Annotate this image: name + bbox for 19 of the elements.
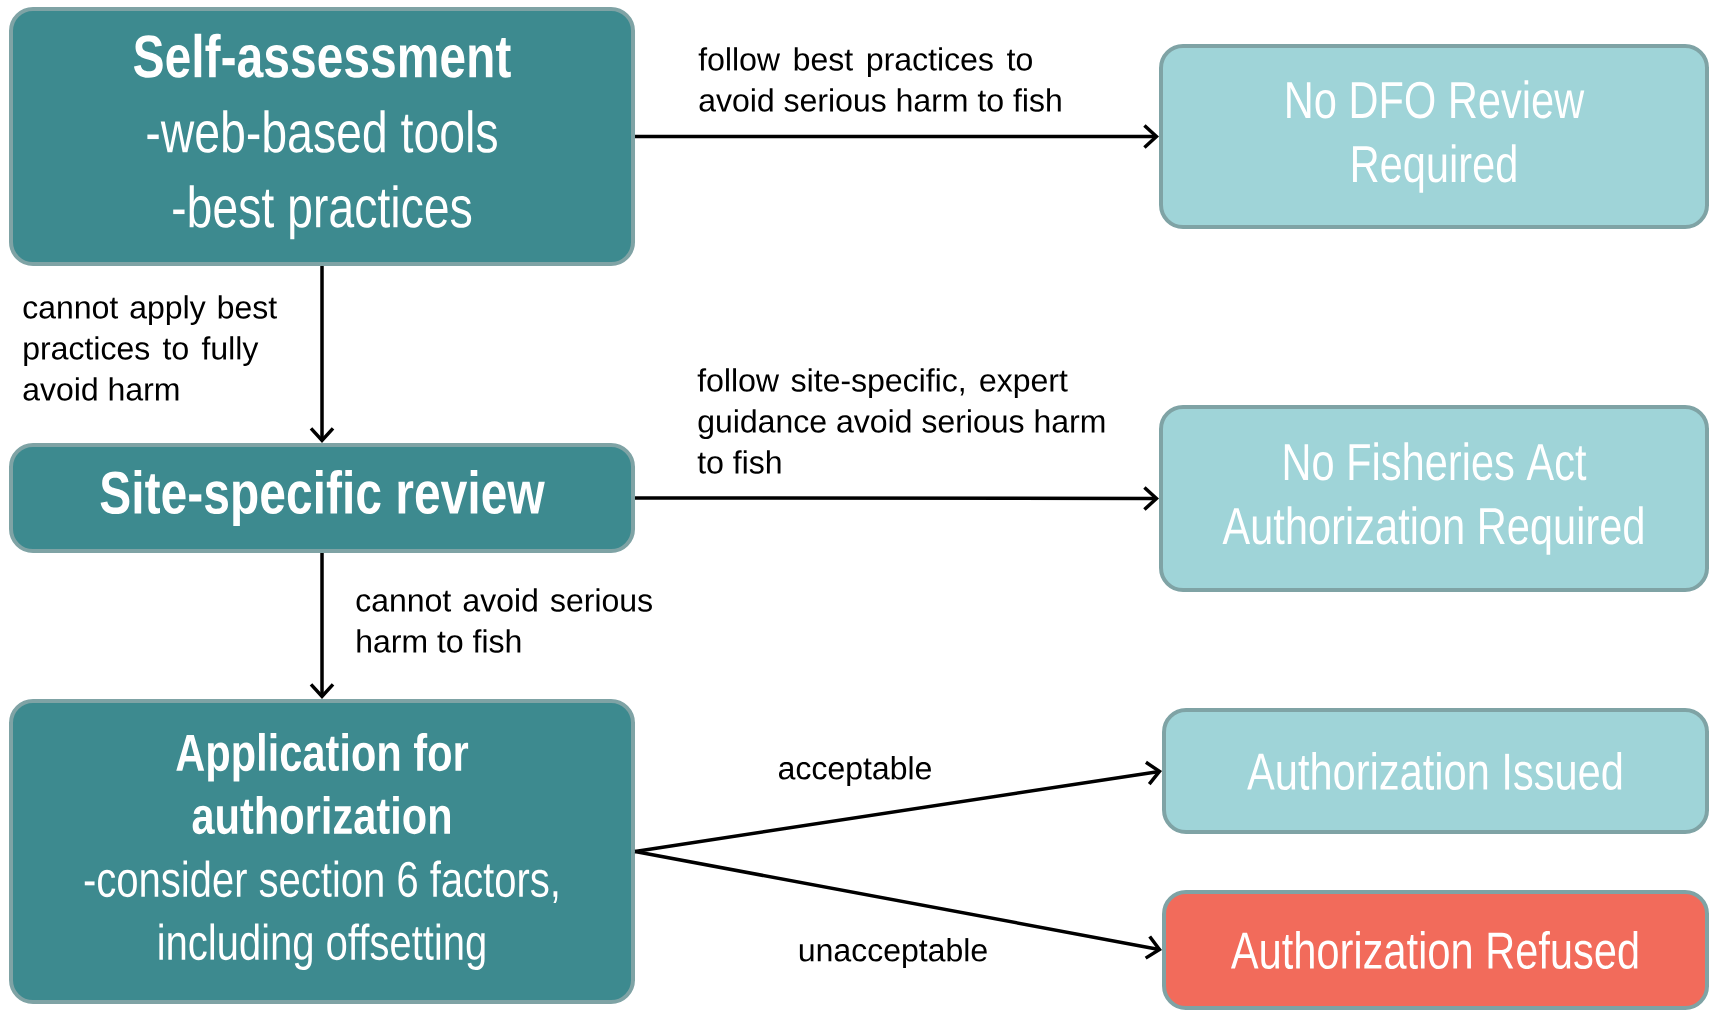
arrow <box>309 266 335 443</box>
edge-label: acceptable <box>779 756 931 786</box>
edge-label: unacceptable <box>799 938 987 968</box>
arrow <box>309 553 335 699</box>
outcome-box: No DFO Review Required <box>1159 44 1709 229</box>
edge-label: follow best practices to avoid serious harm to fish <box>698 47 1061 112</box>
edge-label: follow site-specific, expert guidance avoid serious harm to fish <box>697 368 1105 474</box>
arrow <box>634 760 1163 854</box>
step-box: Self-assessment -web-based tools -best practices <box>9 7 635 266</box>
outcome-box: Authorization Issued <box>1162 708 1709 834</box>
edge-label: cannot apply best practices to fully avoid harm <box>23 295 277 401</box>
arrow <box>635 486 1159 511</box>
arrow <box>635 124 1159 149</box>
edge-label: cannot avoid serious harm to fish <box>356 588 652 653</box>
outcome-box: No Fisheries Act Authorization Required <box>1159 405 1709 592</box>
outcome-box: Authorization Refused <box>1162 890 1709 1010</box>
step-box: Site-specific review <box>9 443 635 553</box>
step-box: Application for authorization -consider section 6 factors, including offsetting <box>9 699 635 1004</box>
arrow <box>634 849 1162 960</box>
